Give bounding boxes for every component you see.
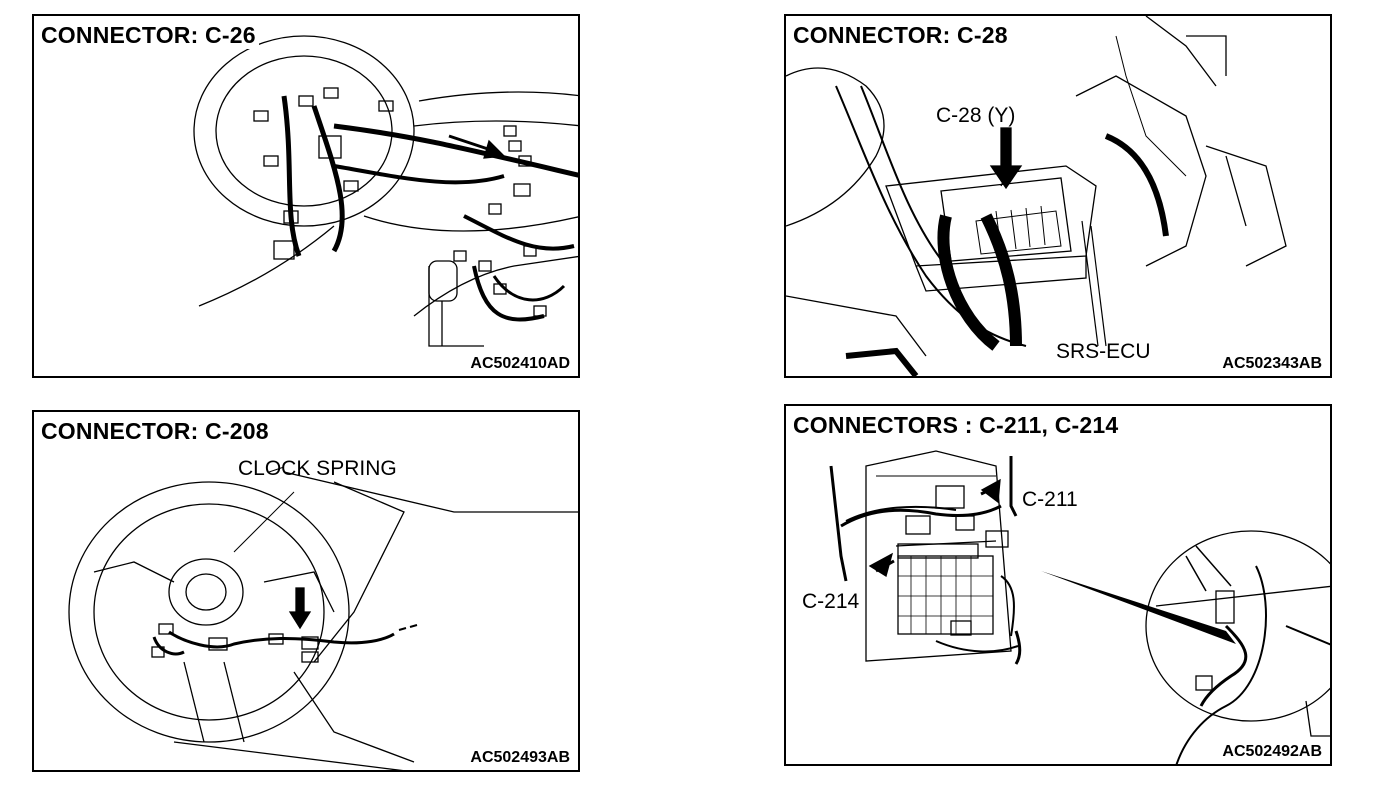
figure-code: AC502493AB <box>470 749 570 767</box>
panel-connectors-c211-c214: CONNECTORS : C-211, C-214 C-211 C-214 AC… <box>784 404 1332 766</box>
callout-c211: C-211 <box>1022 488 1078 511</box>
callout-srs-ecu: SRS-ECU <box>1056 340 1151 363</box>
panel-title: CONNECTOR: C-26 <box>41 22 259 49</box>
c211-c214-junction-block-illustration <box>829 450 1330 764</box>
figure-code: AC502343AB <box>1222 355 1322 373</box>
panel-connector-c208: CONNECTOR: C-208 CLOCK SPRING AC502493AB <box>32 410 580 772</box>
panel-connector-c26: CONNECTOR: C-26 AC502410AD <box>32 14 580 378</box>
figure-code: AC502410AD <box>470 355 570 373</box>
panel-title: CONNECTOR: C-28 <box>793 22 1011 49</box>
c208-clock-spring-illustration <box>68 466 578 770</box>
panel-title: CONNECTORS : C-211, C-214 <box>793 412 1122 439</box>
panel-connector-c28: CONNECTOR: C-28 C-28 (Y) SRS-ECU AC50234… <box>784 14 1332 378</box>
figure-code: AC502492AB <box>1222 743 1322 761</box>
c26-dashboard-illustration <box>193 35 578 347</box>
c28-srs-ecu-illustration <box>786 16 1287 376</box>
callout-clock-spring: CLOCK SPRING <box>238 457 397 480</box>
callout-c28-y: C-28 (Y) <box>936 104 1016 127</box>
callout-c214: C-214 <box>802 590 860 613</box>
panel-title: CONNECTOR: C-208 <box>41 418 272 445</box>
